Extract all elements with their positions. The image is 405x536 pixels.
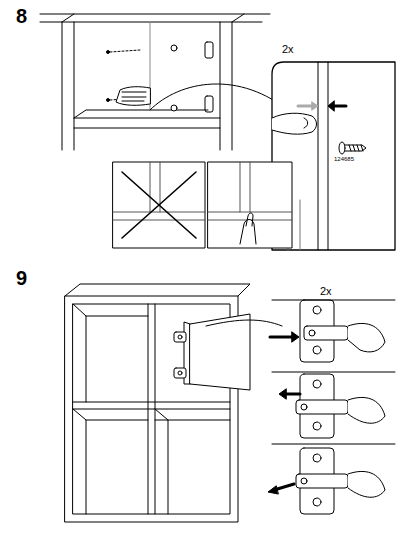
hinge-detail xyxy=(268,300,395,514)
quantity: 2x xyxy=(320,286,332,297)
step-number: 8 xyxy=(16,6,27,26)
screw xyxy=(339,142,366,154)
part-number: 124685 xyxy=(334,156,354,162)
cabinet xyxy=(65,284,282,522)
shelf-unit xyxy=(40,14,290,150)
step-number: 9 xyxy=(16,268,27,288)
correct-example xyxy=(208,162,292,248)
wrong-example xyxy=(113,162,205,248)
quantity: 2x xyxy=(282,44,294,55)
